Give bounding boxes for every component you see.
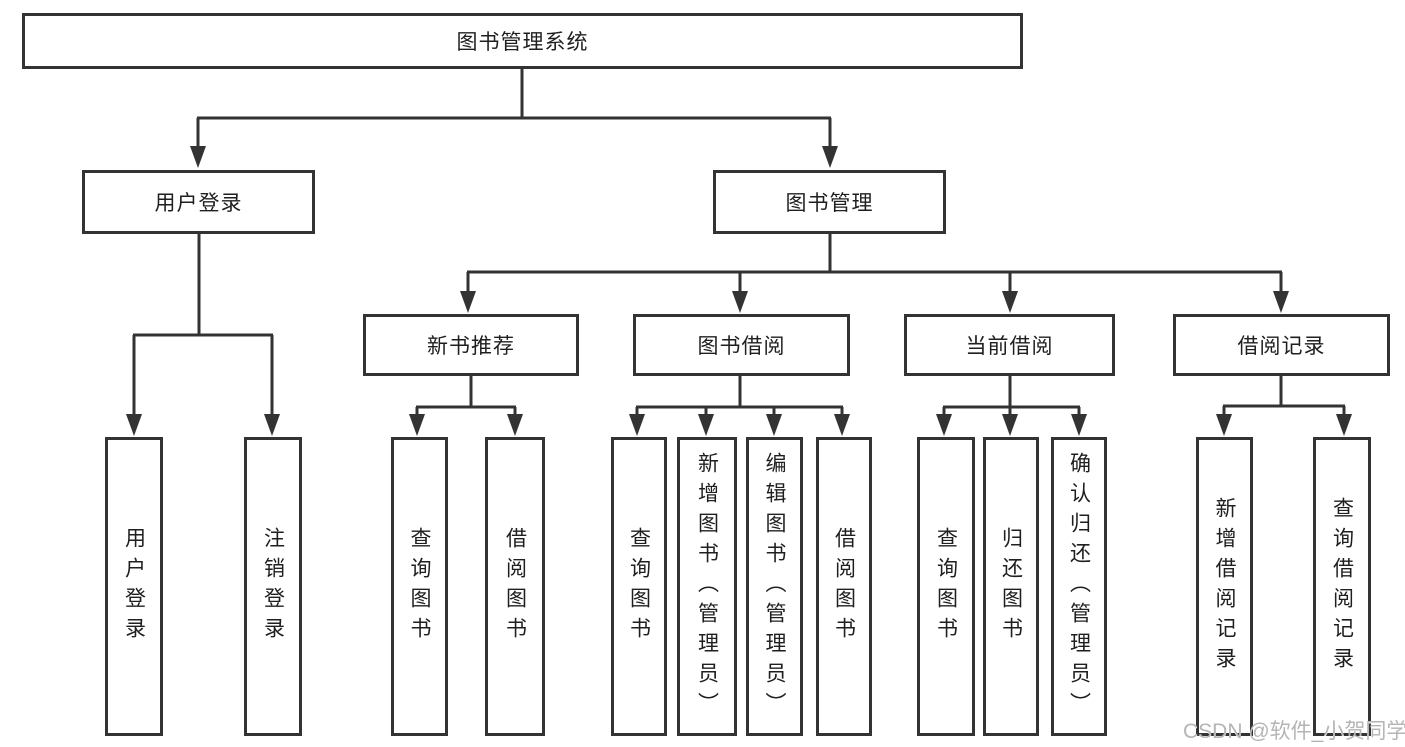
- node-book-management: 图书管理: [713, 170, 946, 234]
- node-user-login-label: 用户登录: [154, 192, 243, 215]
- leaf-query-books-1-label: 查询图书: [408, 526, 431, 647]
- node-root-system: 图书管理系统: [22, 13, 1023, 69]
- leaf-borrow-books-2-label: 借阅图书: [832, 526, 856, 647]
- leaf-query-borrow-record-label: 查询借阅记录: [1330, 496, 1354, 677]
- leaf-query-borrow-record: 查询借阅记录: [1313, 437, 1371, 736]
- node-borrow-records-label: 借阅记录: [1237, 335, 1326, 358]
- leaf-user-login-label: 用户登录: [122, 526, 146, 647]
- node-root-label: 图书管理系统: [456, 31, 589, 54]
- leaf-user-login: 用户登录: [105, 437, 163, 736]
- leaf-borrow-books-1-label: 借阅图书: [503, 526, 527, 647]
- leaf-borrow-books-2: 借阅图书: [816, 437, 872, 736]
- leaf-add-books-admin-label: 新增图书（管理员）: [695, 451, 719, 722]
- leaf-return-books: 归还图书: [983, 437, 1039, 736]
- node-new-book-recommend-label: 新书推荐: [427, 335, 515, 358]
- leaf-add-books-admin: 新增图书（管理员）: [677, 437, 737, 736]
- connector-new-book-recommend-branch: [409, 376, 523, 436]
- node-current-borrow: 当前借阅: [904, 314, 1115, 376]
- connector-user-login-branch: [126, 234, 280, 436]
- connector-borrow-records-branch: [1216, 376, 1352, 436]
- connector-book-management-branch: [460, 234, 1289, 313]
- leaf-logout: 注销登录: [244, 437, 302, 736]
- node-book-management-label: 图书管理: [785, 192, 874, 215]
- node-book-borrow-label: 图书借阅: [697, 335, 786, 358]
- node-borrow-records: 借阅记录: [1173, 314, 1390, 376]
- leaf-query-books-2-label: 查询图书: [627, 526, 651, 647]
- leaf-edit-books-admin-label: 编辑图书（管理员）: [763, 451, 786, 722]
- leaf-confirm-return-admin: 确认归还（管理员）: [1051, 437, 1107, 736]
- leaf-query-books-1: 查询图书: [391, 437, 448, 736]
- node-current-borrow-label: 当前借阅: [965, 335, 1054, 358]
- leaf-add-borrow-record-label: 新增借阅记录: [1213, 496, 1236, 677]
- leaf-logout-label: 注销登录: [261, 526, 285, 647]
- connector-current-borrow-branch: [936, 376, 1087, 436]
- leaf-query-books-3: 查询图书: [917, 437, 975, 736]
- leaf-query-books-2: 查询图书: [611, 437, 667, 736]
- leaf-confirm-return-admin-label: 确认归还（管理员）: [1067, 451, 1091, 722]
- leaf-add-borrow-record: 新增借阅记录: [1196, 437, 1253, 736]
- connector-book-borrow-branch: [629, 376, 850, 436]
- leaf-edit-books-admin: 编辑图书（管理员）: [746, 437, 803, 736]
- leaf-return-books-label: 归还图书: [999, 526, 1023, 647]
- node-new-book-recommend: 新书推荐: [363, 314, 579, 376]
- csdn-watermark: CSDN @软件_小贺同学: [1183, 720, 1405, 743]
- connector-root-to-level2: [190, 69, 838, 168]
- node-book-borrow: 图书借阅: [633, 314, 850, 376]
- node-user-login: 用户登录: [82, 170, 315, 234]
- leaf-borrow-books-1: 借阅图书: [485, 437, 545, 736]
- leaf-query-books-3-label: 查询图书: [934, 526, 958, 647]
